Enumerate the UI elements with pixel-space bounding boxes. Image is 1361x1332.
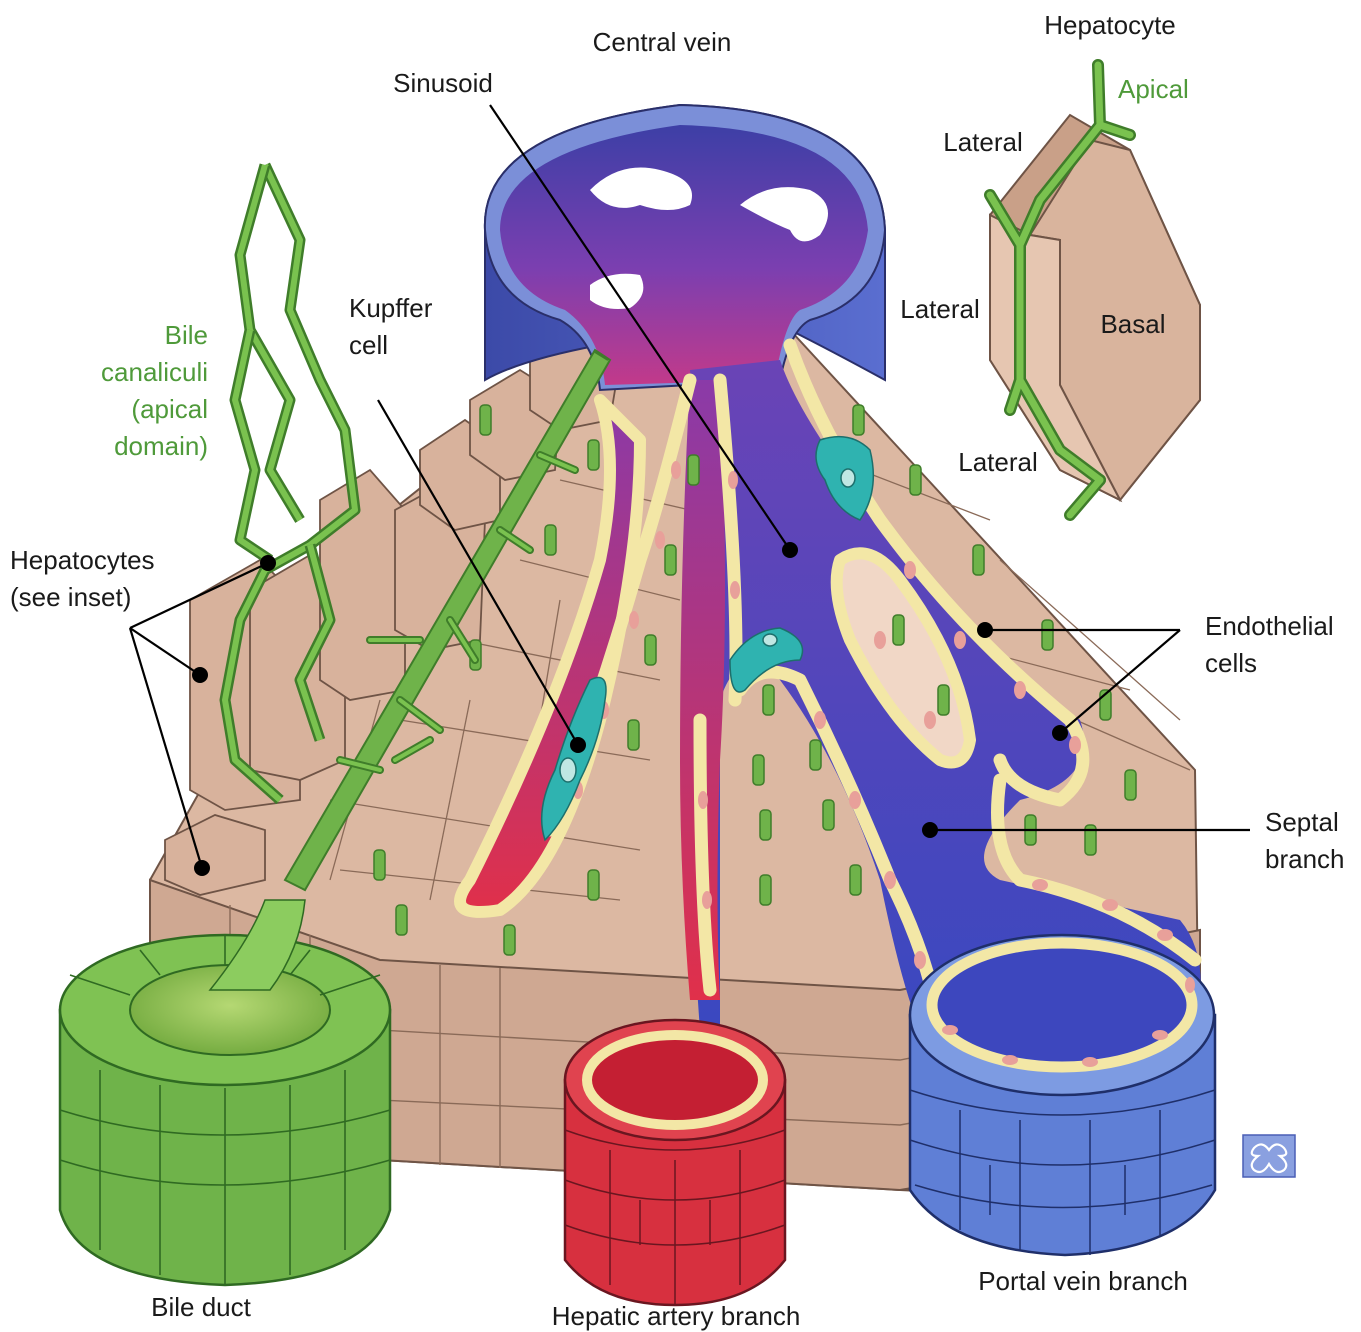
kupffer-cell-label: Kupffer cell [349, 293, 433, 360]
bile-canaliculi-line-3: (apical [131, 394, 208, 424]
kupffer-cell-line-2: cell [349, 330, 388, 360]
endothelial-cells-line-1: Endothelial [1205, 611, 1334, 641]
portal-vein-branch [910, 935, 1215, 1255]
bile-canaliculi-line-4: domain) [114, 431, 208, 461]
publisher-knot-logo-icon [1243, 1135, 1295, 1177]
septal-branch-label: Septal branch [1265, 807, 1345, 874]
septal-branch-line-2: branch [1265, 844, 1345, 874]
central-vein-label: Central vein [593, 27, 732, 57]
endothelial-cells-line-2: cells [1205, 648, 1257, 678]
bile-canaliculi-label: Bile canaliculi (apical domain) [101, 320, 208, 461]
hepatocytes-line-2: (see inset) [10, 582, 131, 612]
septal-branch-line-1: Septal [1265, 807, 1339, 837]
bile-duct [60, 900, 390, 1285]
lateral-bottom-label: Lateral [958, 447, 1038, 477]
hepatocyte-inset-title: Hepatocyte [1044, 10, 1176, 40]
basal-label: Basal [1100, 309, 1165, 339]
lateral-top-label: Lateral [943, 127, 1023, 157]
bile-canaliculi-line-2: canaliculi [101, 357, 208, 387]
lateral-mid-label: Lateral [900, 294, 980, 324]
bile-duct-label: Bile duct [151, 1292, 251, 1322]
sinusoid-label: Sinusoid [393, 68, 493, 98]
hepatic-artery-branch-label: Hepatic artery branch [552, 1301, 801, 1331]
hepatocytes-line-1: Hepatocytes [10, 545, 155, 575]
apical-label: Apical [1118, 74, 1189, 104]
portal-vein-branch-label: Portal vein branch [978, 1266, 1188, 1296]
bile-canaliculi-line-1: Bile [165, 320, 208, 350]
endothelial-cells-label: Endothelial cells [1205, 611, 1334, 678]
hepatic-artery-branch [565, 1020, 785, 1305]
hepatocytes-label: Hepatocytes (see inset) [10, 545, 155, 612]
kupffer-cell-line-1: Kupffer [349, 293, 433, 323]
central-vein [485, 105, 885, 390]
